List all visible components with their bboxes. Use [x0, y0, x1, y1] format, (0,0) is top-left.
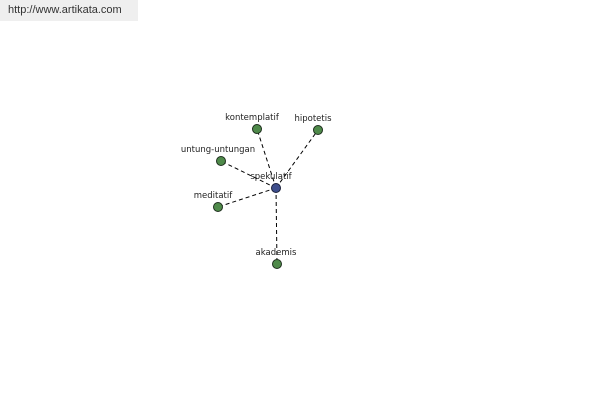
node-akademis[interactable]	[272, 259, 282, 269]
node-center[interactable]	[271, 183, 281, 193]
edges	[217, 128, 319, 265]
node-kontemplatif[interactable]	[252, 124, 262, 134]
edge-untung-untungan	[220, 160, 277, 189]
node-label-untung-untungan: untung-untungan	[181, 145, 255, 155]
edge-kontemplatif	[256, 128, 277, 189]
edge-meditatif	[217, 187, 277, 208]
node-meditatif[interactable]	[213, 202, 223, 212]
node-center-label: spekulatif	[250, 172, 292, 182]
node-label-hipotetis: hipotetis	[294, 114, 332, 124]
nodes: kontemplatif hipotetis untung-untungan medi…	[181, 113, 332, 269]
node-hipotetis[interactable]	[313, 125, 323, 135]
edge-hipotetis	[275, 129, 319, 189]
node-untung-untungan[interactable]	[216, 156, 226, 166]
edge-akademis	[275, 187, 278, 265]
source-url: http://www.artikata.com	[0, 0, 138, 21]
node-label-kontemplatif: kontemplatif	[225, 113, 280, 123]
node-label-meditatif: meditatif	[194, 191, 234, 201]
node-label-akademis: akademis	[256, 248, 297, 258]
